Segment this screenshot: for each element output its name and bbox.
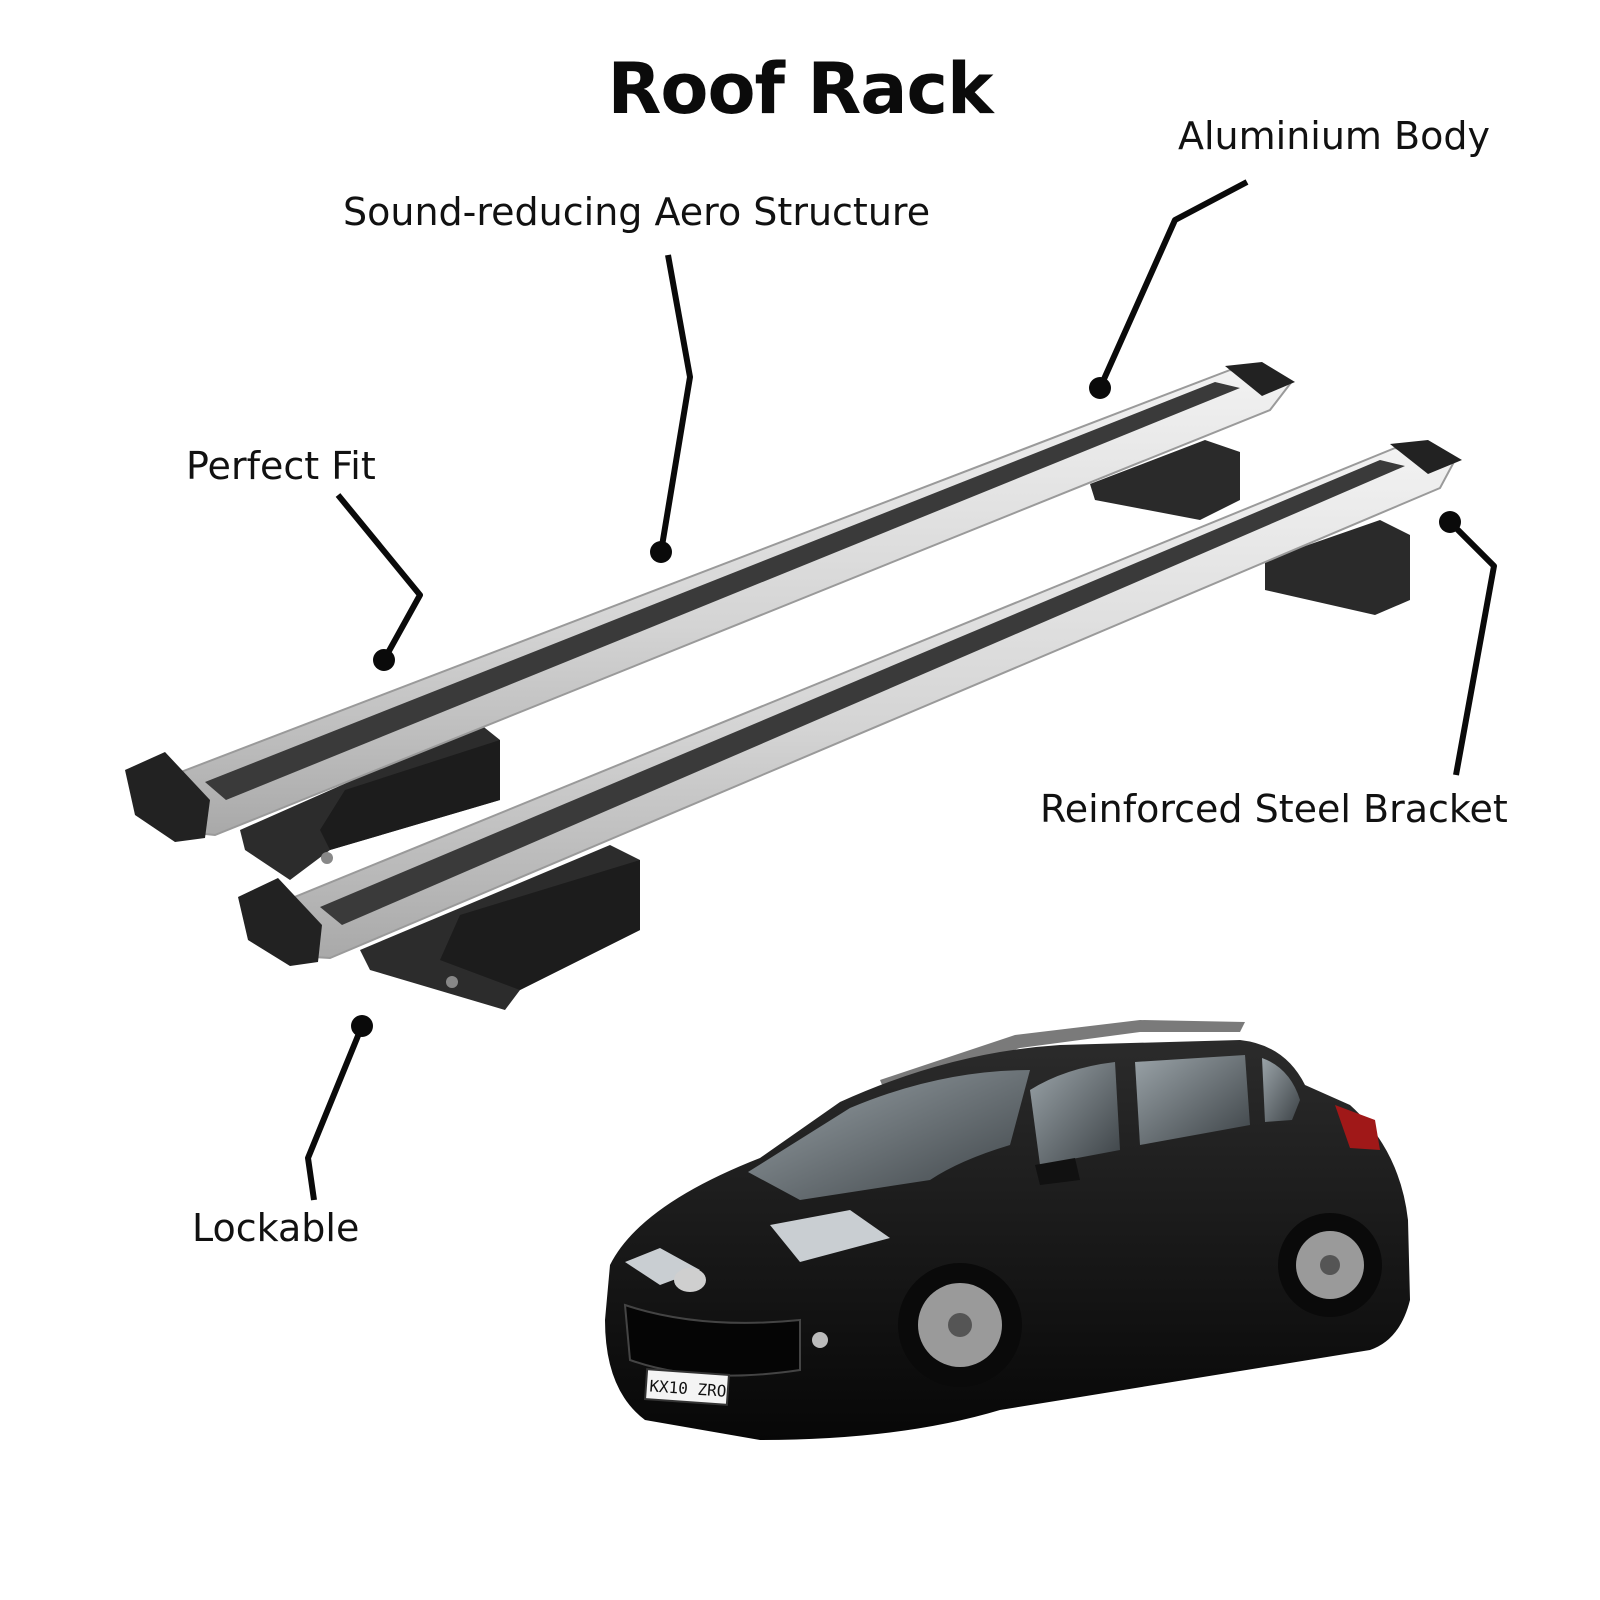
leader-line-steel bbox=[1447, 519, 1497, 776]
feature-label-aluminium: Aluminium Body bbox=[1178, 114, 1490, 158]
leader-line-aluminium bbox=[1097, 179, 1249, 390]
leader-dots bbox=[351, 377, 1461, 1037]
car-illustration bbox=[605, 1020, 1410, 1440]
leader-line-aero bbox=[658, 254, 693, 553]
leader-line-lock bbox=[305, 1024, 365, 1201]
leader-lines bbox=[305, 179, 1497, 1201]
rack-bar-rear bbox=[125, 362, 1295, 880]
rack-bar-front bbox=[238, 440, 1462, 1010]
leader-line-fit bbox=[335, 493, 423, 662]
feature-label-fit: Perfect Fit bbox=[186, 444, 376, 488]
feature-label-lock: Lockable bbox=[192, 1206, 360, 1250]
leader-dot-lock bbox=[351, 1015, 373, 1037]
leader-dot-steel bbox=[1439, 511, 1461, 533]
leader-dot-aluminium bbox=[1089, 377, 1111, 399]
feature-label-steel: Reinforced Steel Bracket bbox=[1040, 787, 1508, 831]
page-title: Roof Rack bbox=[607, 48, 993, 130]
leader-dot-aero bbox=[650, 541, 672, 563]
feature-label-aero: Sound-reducing Aero Structure bbox=[343, 190, 931, 234]
leader-dot-fit bbox=[373, 649, 395, 671]
